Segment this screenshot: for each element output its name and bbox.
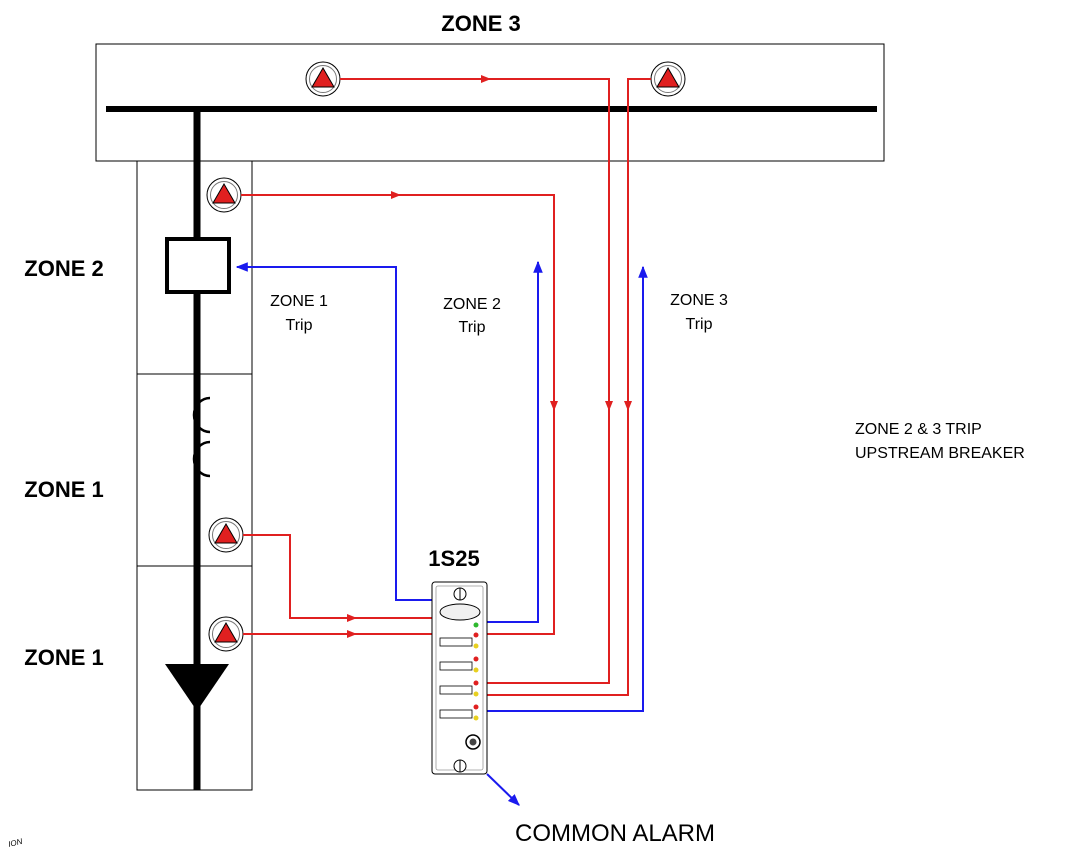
zone3-switchgear: [95, 43, 885, 162]
breaker-icon: [165, 237, 231, 294]
zone1-upper-label: ZONE 1: [24, 477, 103, 502]
sensor-warning-icon: [208, 517, 244, 553]
corner-fragment: ION: [7, 837, 23, 849]
zone2-trip-label: ZONE 2: [443, 296, 501, 313]
zone3-trip-label: Trip: [686, 316, 713, 333]
common-alarm-label: COMMON ALARM: [515, 820, 715, 847]
zone3-title: ZONE 3: [441, 11, 520, 36]
sensor-warning-icon: [206, 177, 242, 213]
zone3-trip-wire: [487, 265, 648, 712]
device-label: 1S25: [428, 546, 479, 571]
load-icon: [165, 664, 229, 711]
zone2-signal: [241, 191, 558, 635]
sensor-warning-icon: [208, 616, 244, 652]
upstream-note: ZONE 2 & 3 TRIP: [855, 421, 982, 438]
zone2-trip-label: Trip: [459, 319, 486, 336]
zone3-trip-label: ZONE 3: [670, 292, 728, 309]
zone1-upper-signal: [243, 534, 432, 622]
relay-module-icon: [431, 581, 488, 775]
zone1-trip-wire: [235, 262, 432, 601]
zone2-label: ZONE 2: [24, 256, 103, 281]
zone2-trip-wire: [487, 260, 543, 623]
zone3-signal-left: [340, 75, 613, 684]
zone3-signal-right: [487, 78, 651, 696]
upstream-note: UPSTREAM BREAKER: [855, 445, 1025, 462]
zone1-trip-label: ZONE 1: [270, 293, 328, 310]
zone1-trip-label: Trip: [286, 317, 313, 334]
transformer-icon: [192, 396, 211, 478]
zone1-lower-label: ZONE 1: [24, 645, 103, 670]
common-alarm-wire: [486, 773, 520, 806]
sensor-warning-icon: [650, 61, 686, 97]
sensor-warning-icon: [305, 61, 341, 97]
